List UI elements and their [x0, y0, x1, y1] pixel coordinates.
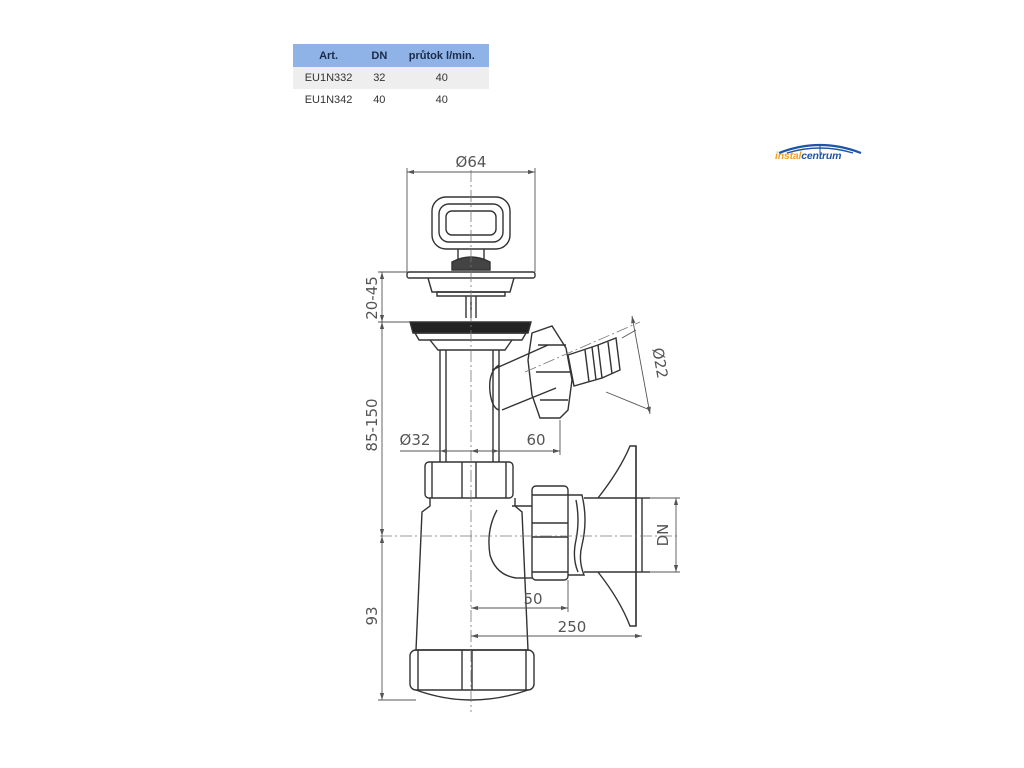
overflow-branch [489, 325, 621, 419]
logo-text-instal: instal [775, 150, 802, 162]
vertical-pipe [439, 350, 500, 462]
sink-flange [409, 321, 532, 351]
cell-flow: 40 [394, 89, 489, 111]
centre-lines [380, 170, 680, 712]
dim-height-bottom: 93 [363, 606, 381, 625]
cell-art: EU1N332 [293, 67, 365, 89]
header-flow: průtok l/min. [394, 44, 489, 67]
cell-dn: 40 [364, 89, 395, 111]
cell-art: EU1N342 [293, 89, 365, 111]
trap-body [415, 498, 532, 651]
side-union-nut [531, 485, 586, 581]
header-art: Art. [293, 44, 365, 67]
logo-arc-icon [778, 143, 862, 155]
top-union-nut [424, 461, 514, 499]
logo-text: instalcentrum [775, 150, 841, 162]
header-dn: DN [364, 44, 395, 67]
logo-text-centrum: centrum [801, 150, 842, 162]
dim-height-range-mid: 85-150 [363, 398, 381, 451]
spec-table-header-row: Art. DN průtok l/min. [293, 44, 489, 67]
dim-outlet-size: DN [654, 524, 672, 547]
dim-offset-bottom: 250 [558, 618, 587, 636]
cell-flow: 40 [394, 67, 489, 89]
dim-offset-top: 60 [526, 431, 545, 449]
table-row: EU1N342 40 40 [293, 89, 489, 111]
dim-pipe-diameter: Ø32 [400, 431, 431, 449]
instalcentrum-logo: instalcentrum [775, 141, 865, 167]
bottom-cap [409, 649, 535, 701]
spec-table: Art. DN průtok l/min. EU1N332 32 40 EU1N… [293, 44, 489, 111]
dim-height-range-top: 20-45 [363, 276, 381, 320]
dim-hose-diameter: Ø22 [648, 346, 671, 380]
table-row: EU1N332 32 40 [293, 67, 489, 89]
dimension-lines [378, 168, 680, 701]
dim-offset-middle: 50 [523, 590, 542, 608]
cell-dn: 32 [364, 67, 395, 89]
dim-strainer-diameter: Ø64 [456, 153, 487, 171]
